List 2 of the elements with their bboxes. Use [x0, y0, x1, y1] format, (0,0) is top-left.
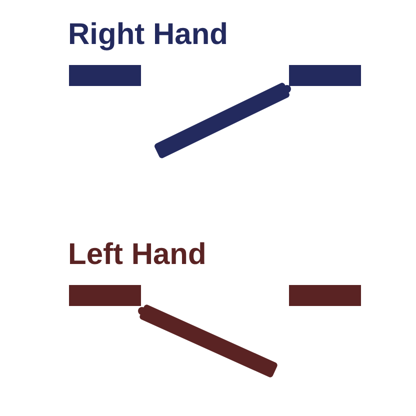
heading: Left Hand	[68, 240, 206, 270]
heading: Right Hand	[68, 20, 228, 50]
